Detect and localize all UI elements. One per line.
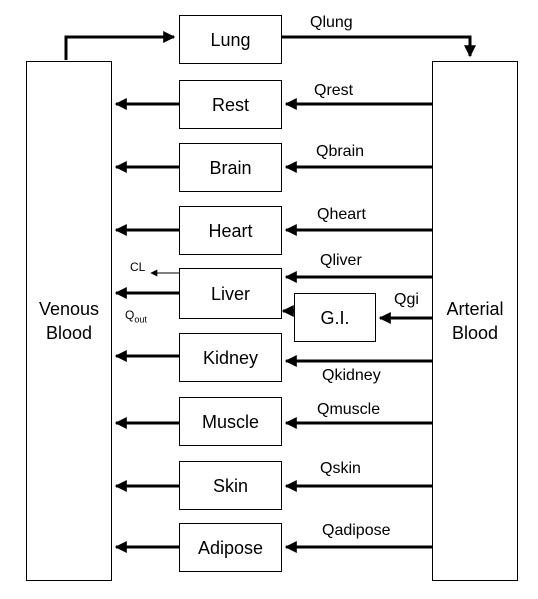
rest-box: Rest: [179, 80, 282, 129]
arterial-blood-box: Arterial Blood: [432, 61, 518, 581]
brain-label: Brain: [209, 157, 252, 178]
skin-box: Skin: [179, 461, 282, 510]
clearance-label: CL: [130, 260, 146, 274]
liver-box: Liver: [179, 268, 282, 319]
venous-to-lung-arrow: [64, 31, 176, 60]
muscle-box: Muscle: [179, 397, 282, 446]
venous-blood-box: Venous Blood: [26, 61, 112, 581]
flow-label-kidney: Qkidney: [322, 367, 381, 384]
lung-box: Lung: [179, 15, 282, 64]
kidney-label: Kidney: [202, 347, 259, 368]
flow-label-lung: Qlung: [310, 14, 353, 31]
heart-label: Heart: [208, 220, 253, 241]
flow-label-heart: Qheart: [317, 206, 366, 223]
arterial-blood-label: Arterial Blood: [446, 299, 504, 343]
flow-label-skin: Qskin: [320, 460, 361, 477]
flow-label-brain: Qbrain: [316, 143, 365, 160]
lung-label: Lung: [210, 29, 251, 50]
adipose-box: Adipose: [179, 523, 282, 572]
kidney-box: Kidney: [179, 333, 282, 382]
lung-to-arterial-arrow: [282, 35, 476, 58]
qout-main: Q: [125, 308, 135, 322]
brain-box: Brain: [179, 143, 282, 192]
venous-blood-label: Venous Blood: [38, 299, 100, 343]
flow-label-rest: Qrest: [314, 82, 354, 99]
adipose-label: Adipose: [197, 537, 264, 558]
heart-box: Heart: [179, 206, 282, 255]
qout-subscript: out: [134, 314, 147, 325]
flow-label-liver: Qliver: [320, 252, 362, 269]
qout-label: Qout: [125, 308, 147, 324]
skin-label: Skin: [212, 475, 248, 496]
liver-label: Liver: [210, 283, 250, 304]
flow-label-adipose: Qadipose: [322, 522, 391, 539]
gi-box: G.I.: [294, 293, 376, 342]
rest-label: Rest: [211, 94, 249, 115]
muscle-label: Muscle: [201, 411, 259, 432]
flow-label-muscle: Qmuscle: [317, 401, 381, 418]
gi-label: G.I.: [320, 307, 350, 328]
flow-label-gi: Qgi: [394, 291, 419, 308]
